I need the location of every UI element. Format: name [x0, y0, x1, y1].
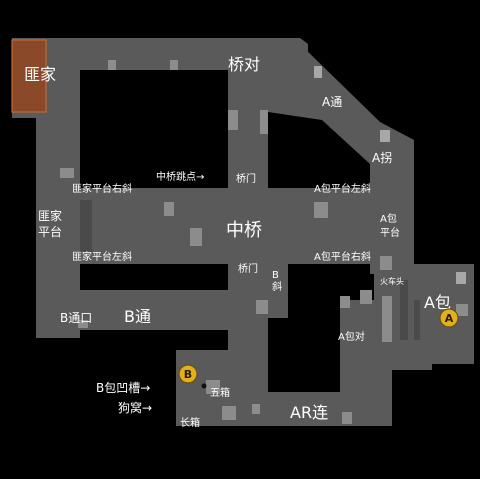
map-floor	[12, 38, 474, 426]
label-a-platform-line1: A包	[380, 212, 397, 225]
label-ar-connector: AR连	[290, 403, 328, 422]
label-bridge-top: 桥对	[228, 55, 260, 74]
label-t-platform-line2: 平台	[38, 224, 62, 239]
bombsite-b-letter: B	[184, 368, 192, 381]
bombsite-b-icon[interactable]: B	[178, 364, 198, 384]
bombsite-a-letter: A	[445, 312, 454, 325]
label-five-box: 五箱	[210, 386, 230, 399]
label-bridge-gate-bottom: 桥门	[238, 262, 258, 275]
label-t-platform-right: 匪家平台右斜	[72, 182, 132, 195]
label-b-slope-line1: B	[272, 270, 279, 281]
label-a-site: A包	[424, 293, 451, 312]
label-b-tunnel: B通口	[60, 311, 92, 325]
label-t-platform-line1: 匪家	[38, 208, 62, 223]
bombsite-a-icon[interactable]: A	[439, 308, 459, 328]
label-b-pocket: B包凹槽→	[96, 381, 150, 395]
label-a-platform-right: A包平台右斜	[314, 250, 371, 263]
map-labels: 匪家 桥对 A通 A拐 中桥跳点→ 桥门 匪家平台右斜 A包平台左斜 匪家 平台…	[24, 55, 451, 429]
label-mid-bridge-jump: 中桥跳点→	[156, 170, 204, 183]
map-crates	[60, 60, 468, 424]
label-dog-hole: 狗窝→	[118, 400, 152, 415]
label-t-platform: 匪家 平台	[38, 208, 66, 239]
label-a-corner: A拐	[372, 150, 392, 165]
label-bridge-gate-top: 桥门	[236, 172, 256, 185]
b-site-dot	[201, 383, 207, 389]
label-fire-car-head: 火车头	[380, 276, 404, 286]
map-walls	[80, 200, 420, 340]
label-a-platform: A包 平台	[380, 212, 400, 239]
label-b-long: B通	[124, 307, 151, 326]
label-b-slope-line2: 斜	[272, 280, 282, 293]
label-mid-bridge: 中桥	[226, 220, 262, 241]
label-t-platform-left: 匪家平台左斜	[72, 250, 132, 263]
label-t-spawn: 匪家	[24, 65, 56, 84]
label-b-slope: B 斜	[272, 270, 282, 293]
label-a-long: A通	[322, 95, 342, 109]
label-a-platform-line2: 平台	[380, 226, 400, 239]
label-a-opposite: A包对	[338, 330, 365, 343]
t-spawn-zone	[11, 39, 47, 113]
label-long-box: 长箱	[180, 416, 200, 429]
label-a-platform-left: A包平台左斜	[314, 182, 371, 195]
